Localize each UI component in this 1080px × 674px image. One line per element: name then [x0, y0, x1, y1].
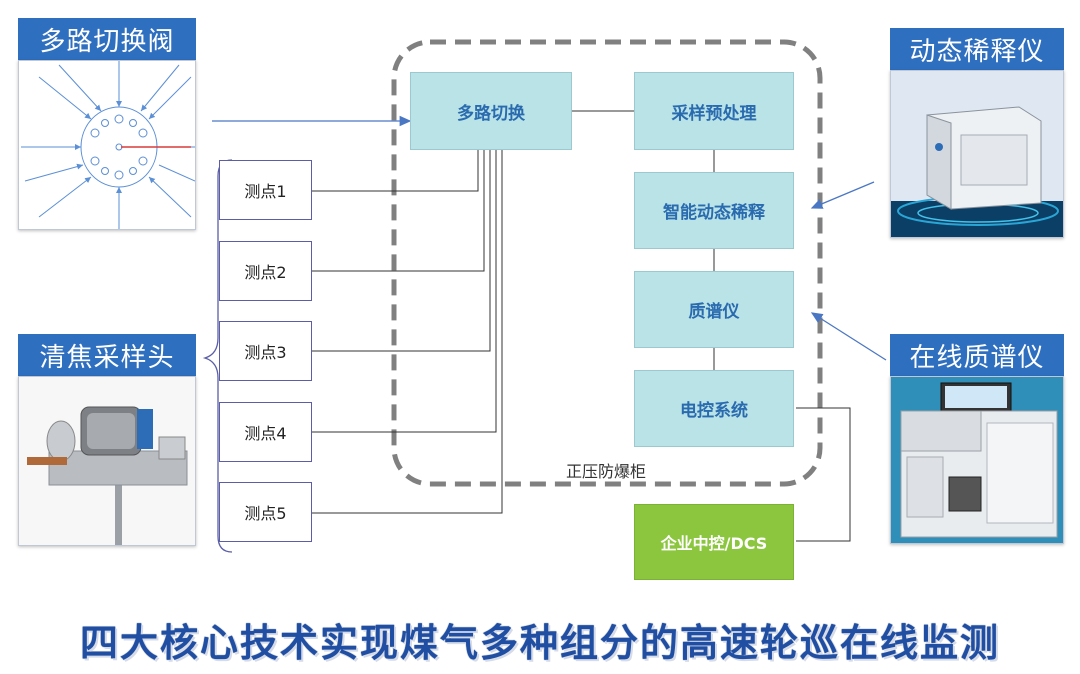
multi-switch-box: 多路切换: [410, 72, 572, 150]
wire-point-2: [312, 150, 485, 272]
wire-point-5: [312, 150, 503, 514]
ms-photo: [890, 376, 1064, 544]
electric-control-box: 电控系统: [634, 370, 794, 447]
dynamic-dilution-box: 智能动态稀释: [634, 172, 794, 249]
measurement-point-3: 测点3: [219, 321, 312, 381]
diluter-arrow: [810, 181, 875, 209]
valve-diagram-icon: [21, 61, 195, 229]
headline: 四大核心技术实现煤气多种组分的高速轮巡在线监测: [79, 621, 1000, 665]
measurement-point-4: 测点4: [219, 402, 312, 462]
measurement-point-5: 测点5: [219, 482, 312, 542]
diluter-photo: [890, 70, 1064, 238]
diluter-label: 动态稀释仪: [890, 28, 1064, 70]
points-brace: [202, 159, 233, 553]
dilution-instrument-icon: [891, 71, 1063, 237]
cabinet-label: 正压防爆柜: [566, 462, 647, 481]
probe-photo: [18, 376, 196, 546]
sample-pretreatment-box: 采样预处理: [634, 72, 794, 150]
measurement-point-1: 测点1: [219, 160, 312, 220]
valve-label: 多路切换阀: [18, 18, 196, 60]
wire-point-1: [312, 150, 479, 192]
valve-schematic: [18, 60, 196, 230]
ms-arrow: [810, 312, 887, 361]
ms-label: 在线质谱仪: [890, 334, 1064, 376]
mass-spectrometer-icon: [891, 377, 1063, 543]
explosion-proof-cabinet-outline: [391, 39, 823, 487]
wire-point-4: [312, 150, 497, 433]
dcs-box: 企业中控/DCS: [634, 504, 794, 580]
probe-label: 清焦采样头: [18, 334, 196, 376]
mass-spectrometer-box: 质谱仪: [634, 271, 794, 348]
measurement-point-2: 测点2: [219, 241, 312, 301]
wire-point-3: [312, 150, 491, 352]
sampling-probe-icon: [19, 377, 195, 545]
